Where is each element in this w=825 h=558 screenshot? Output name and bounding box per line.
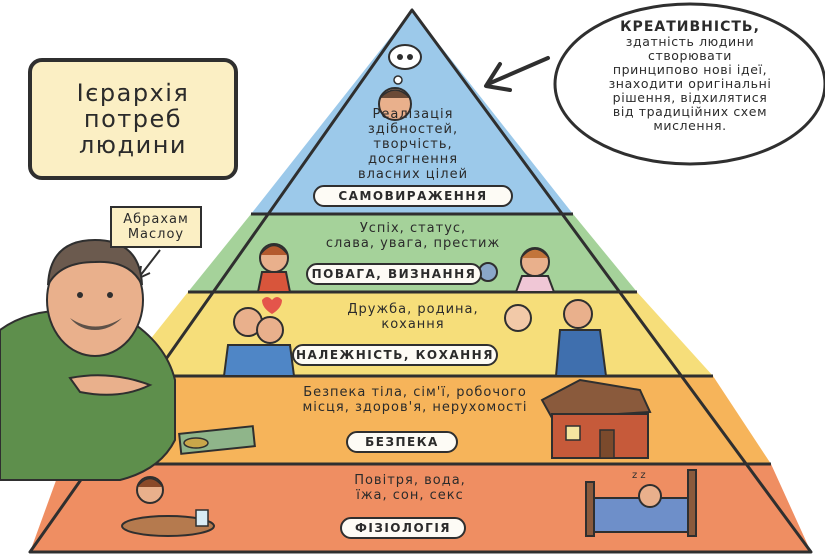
level-label-esteem: ПОВАГА, ВИЗНАННЯ bbox=[306, 263, 482, 285]
children-icon bbox=[256, 243, 556, 293]
sleeping-child-icon: z z bbox=[585, 469, 697, 537]
level-desc-self-actualization: Реалізація здібностей, творчість, досягн… bbox=[357, 107, 469, 182]
level-desc-esteem: Успіх, статус, слава, увага, престиж bbox=[325, 221, 501, 251]
level-label-physiology: ФІЗІОЛОГІЯ bbox=[340, 517, 466, 539]
thinking-person-icon bbox=[378, 44, 422, 121]
money-icon bbox=[178, 425, 256, 455]
arrow-head bbox=[484, 62, 512, 92]
pyramid-outline bbox=[28, 8, 813, 554]
eating-child-icon bbox=[121, 476, 215, 537]
callout-arrow-icon bbox=[139, 249, 161, 277]
level-desc-physiology: Повітря, вода, їжа, сон, секс bbox=[354, 473, 466, 503]
creativity-text: КРЕАТИВНІСТЬ, здатність людини створюват… bbox=[570, 20, 810, 133]
arrow-to-top-icon bbox=[486, 56, 550, 86]
page-title: Ієрархія потреб людини bbox=[76, 79, 190, 159]
creativity-definition: здатність людини створювати принципово н… bbox=[608, 34, 772, 133]
house-icon bbox=[540, 378, 652, 459]
level-desc-belonging: Дружба, родина, кохання bbox=[347, 302, 479, 332]
level-label-self-actualization: САМОВИРАЖЕННЯ bbox=[313, 185, 513, 207]
maslow-figure-icon bbox=[0, 238, 176, 481]
band-self-actualization bbox=[251, 10, 573, 214]
author-callout: Абрахам Маслоу bbox=[110, 206, 202, 248]
level-label-belonging: НАЛЕЖНІСТЬ, КОХАННЯ bbox=[292, 344, 498, 366]
family-icon bbox=[222, 297, 608, 377]
title-box: Ієрархія потреб людини bbox=[28, 58, 238, 180]
level-desc-safety: Безпека тіла, сім'ї, робочого місця, здо… bbox=[302, 385, 528, 415]
svg-text:z z: z z bbox=[632, 470, 646, 481]
creativity-heading: КРЕАТИВНІСТЬ, bbox=[620, 19, 760, 35]
level-label-safety: БЕЗПЕКА bbox=[346, 431, 458, 453]
creativity-bubble bbox=[553, 2, 825, 166]
